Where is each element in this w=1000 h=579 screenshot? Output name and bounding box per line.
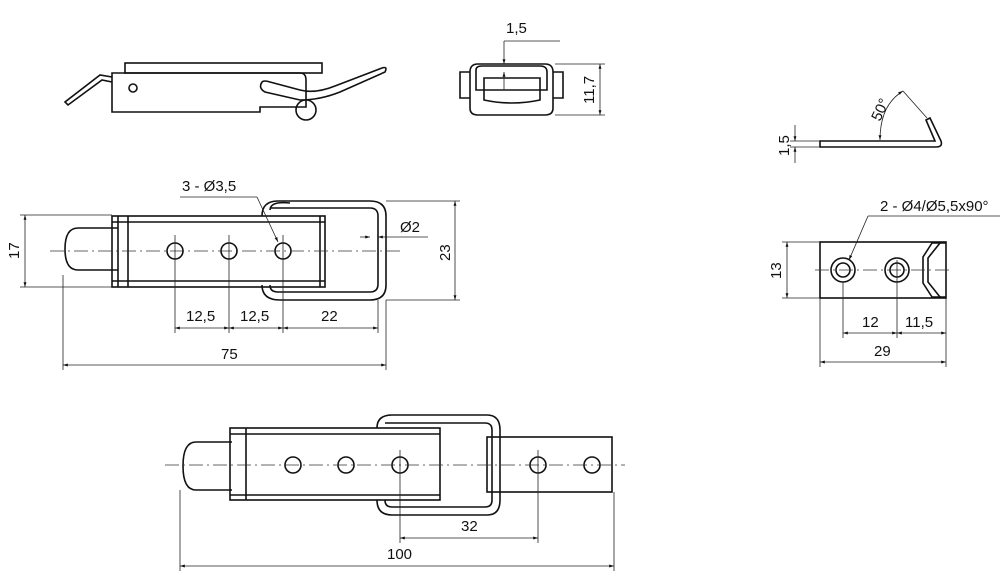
holes-label: 2 - Ø4/Ø5,5x90° [880, 198, 989, 215]
catch-plate-view: 13 12 11,5 29 2 - Ø4/Ø5,5x90° [768, 198, 1000, 367]
dim-hole-distance-32: 32 [461, 518, 478, 535]
catch-side-view: 1,5 50° [776, 90, 943, 163]
latch-side-view [63, 62, 387, 121]
dim-pitch-2: 12,5 [240, 308, 269, 325]
latch-top-view: 17 23 12,5 12,5 22 75 3 - Ø3,5 Ø2 [6, 178, 460, 370]
dim-edge-11-5: 11,5 [905, 314, 933, 331]
latch-front-view: 1,5 11,7 [459, 20, 605, 116]
dim-thickness: 1,5 [776, 135, 793, 156]
dim-total-length-100: 100 [387, 546, 412, 563]
dim-thickness-1-5: 1,5 [506, 20, 527, 37]
dim-height-23: 23 [437, 244, 454, 261]
dim-height-17: 17 [6, 242, 23, 259]
angle-label: 50° [868, 96, 893, 124]
dim-length-75: 75 [221, 346, 238, 363]
dim-pitch-12: 12 [862, 314, 879, 331]
holes-label: 3 - Ø3,5 [182, 178, 236, 195]
dim-pitch-1: 12,5 [186, 308, 215, 325]
dim-loop-offset: 22 [321, 308, 338, 325]
dim-height-11-7: 11,7 [581, 76, 598, 104]
dim-height-13: 13 [768, 262, 785, 279]
latch-assembled-view: 32 100 [165, 414, 625, 571]
wire-diameter-label: Ø2 [400, 219, 420, 236]
dim-length-29: 29 [874, 343, 891, 360]
